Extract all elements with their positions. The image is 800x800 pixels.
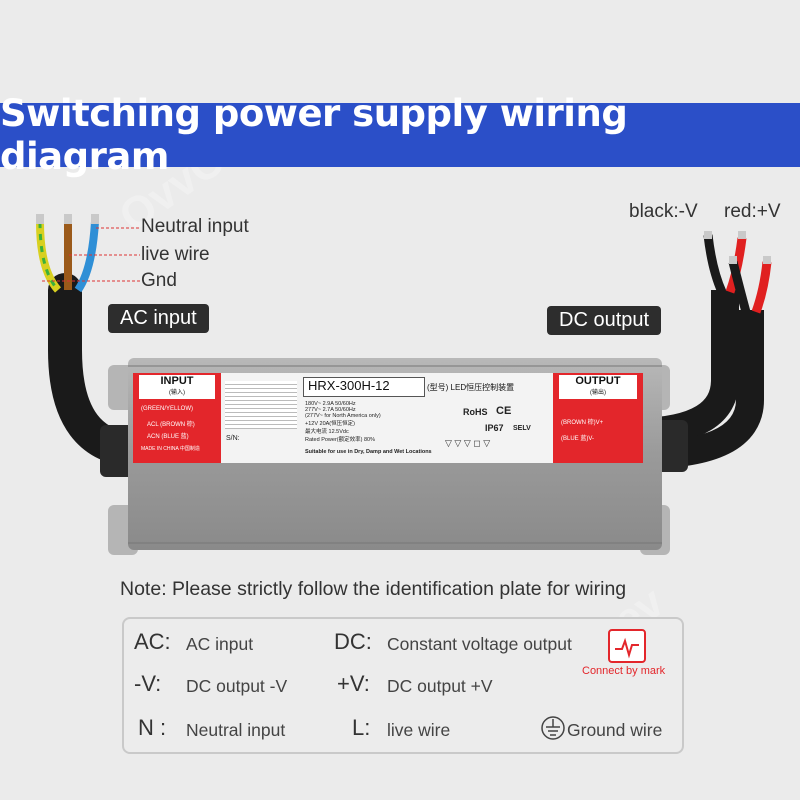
spec-row: Rated Power(额定效率) 80% (305, 437, 375, 443)
tip (704, 231, 712, 239)
input-panel: INPUT (输入) (GREEN/YELLOW) ACL (BROWN 棕) … (133, 373, 221, 463)
input-row: ACL (BROWN 棕) (147, 422, 195, 428)
serial-number-label: S/N: (226, 435, 240, 442)
fine-print-block (225, 381, 297, 429)
spec-row: +12V 20A(恒压恒定) (305, 421, 355, 427)
red-wire-label: red:+V (724, 201, 781, 222)
ac-input-badge: AC input (108, 304, 209, 333)
input-row: MADE IN CHINA 中国制造 (141, 446, 200, 452)
connect-mark-icon (608, 629, 646, 663)
suitable-text: Suitable for use in Dry, Damp and Wet Lo… (305, 449, 432, 455)
live-tip (64, 214, 72, 224)
legend-key-neg-v: -V: (134, 671, 162, 696)
output-row: (BLUE 蓝)V- (561, 436, 595, 442)
page-title: Switching power supply wiring diagram (0, 92, 628, 178)
ground-wire-label: Ground wire (567, 720, 663, 740)
model-number: HRX-300H-12 (308, 378, 390, 393)
legend-key-dc: DC: (334, 629, 372, 654)
ground-wire (36, 221, 62, 293)
tip (738, 231, 746, 239)
input-subtitle: (输入) (169, 390, 185, 396)
input-title: INPUT (160, 375, 194, 387)
model-box: HRX-300H-12 (303, 377, 425, 397)
output-row: (BROWN 棕)V+ (561, 420, 604, 426)
identification-plate: INPUT (输入) (GREEN/YELLOW) ACL (BROWN 棕) … (133, 373, 643, 463)
legend-desc-ac: AC input (186, 634, 254, 654)
output-subtitle: (输出) (590, 390, 606, 396)
ground-icon (541, 716, 565, 740)
legend-desc-neg-v: DC output -V (186, 676, 288, 696)
tip (763, 256, 771, 264)
cert-icons: ▽ ▽ ▽ ◻ ▽ (445, 438, 491, 448)
selv-mark: SELV (513, 425, 531, 432)
wiring-note: Note: Please strictly follow the identif… (120, 578, 627, 600)
spec-table: 180V~ 2.9A 50/60Hz 277V~ 2.7A 50/60Hz (2… (305, 401, 435, 443)
ce-mark: CE (496, 405, 512, 417)
ip67-mark: IP67 (485, 423, 504, 433)
output-panel: OUTPUT (输出) (BROWN 棕)V+ (BLUE 蓝)V- (553, 373, 643, 463)
ground-tip (36, 214, 44, 224)
dc-output-badge: DC output (547, 306, 662, 335)
legend-key-l: L: (352, 715, 371, 740)
input-row: (GREEN/YELLOW) (141, 406, 194, 412)
live-wire-label: live wire (141, 244, 210, 265)
black-wire-label: black:-V (629, 201, 698, 222)
legend-key-pos-v: +V: (337, 671, 370, 696)
legend-desc-dc: Constant voltage output (387, 634, 572, 654)
legend-desc-n: Neutral input (186, 720, 286, 740)
spec-row: (277V~ for North America only) (305, 413, 381, 419)
red-wire-2 (751, 261, 772, 314)
connect-mark-label: Connect by mark (582, 665, 666, 677)
input-row: ACN (BLUE 蓝) (147, 434, 189, 440)
legend-box: AC: AC input DC: Constant voltage output… (122, 617, 684, 754)
input-panel-card: INPUT (输入) (139, 375, 215, 399)
neutral-input-label: Neutral input (141, 216, 249, 237)
spec-row: 最大电流 12.5Vdc (305, 429, 349, 435)
neutral-wire (74, 221, 99, 293)
title-banner: Switching power supply wiring diagram (0, 92, 800, 178)
output-title: OUTPUT (575, 375, 621, 387)
rohs-mark: RoHS (463, 407, 488, 417)
output-panel-card: OUTPUT (输出) (559, 375, 637, 399)
black-wire-1 (703, 234, 727, 294)
neutral-tip (91, 214, 99, 224)
model-cn: (型号) LED恒压控制装置 (427, 383, 515, 392)
tip (729, 256, 737, 264)
legend-key-ac: AC: (134, 629, 171, 654)
spec-row: 180V~ 2.9A 50/60Hz (305, 401, 356, 407)
legend-desc-pos-v: DC output +V (387, 676, 493, 696)
legend-key-n: N : (138, 715, 167, 740)
black-wire-2 (728, 260, 751, 314)
spec-row: 277V~ 2.7A 50/60Hz (305, 407, 356, 413)
gnd-label: Gnd (141, 270, 177, 291)
ground-wire-stripe (38, 221, 60, 292)
legend-desc-l: live wire (387, 720, 451, 740)
